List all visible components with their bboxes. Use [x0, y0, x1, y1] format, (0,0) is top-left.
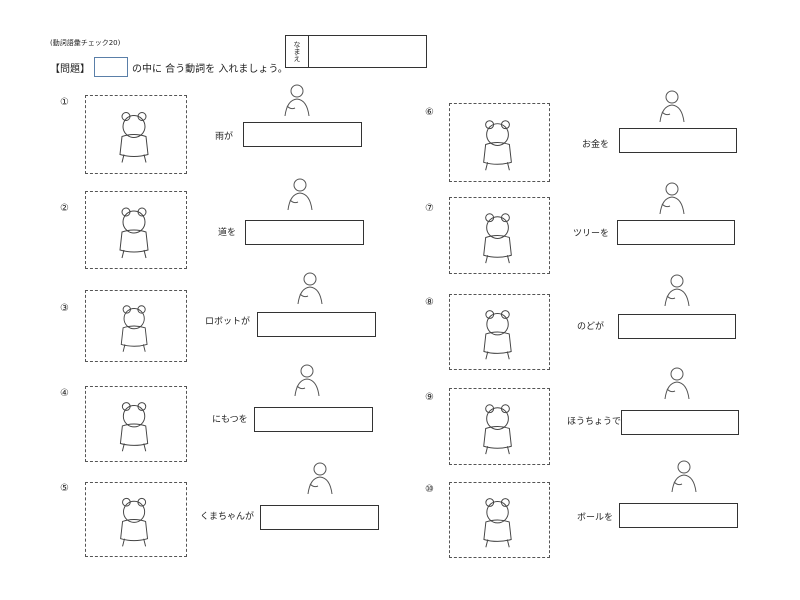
- bear-illustration-icon: [120, 497, 149, 547]
- item-label: くまちゃんが: [200, 512, 255, 522]
- bear-illustration-icon: [483, 213, 512, 264]
- instruction-text: の中に 合う動詞を 入れましょう。: [132, 63, 288, 75]
- bear-illustration-icon: [483, 498, 512, 548]
- sign-language-figure-icon: [288, 270, 328, 306]
- sign-language-figure-icon: [655, 272, 695, 308]
- illustration-frame: [449, 482, 550, 558]
- name-box: なまえ: [285, 35, 427, 68]
- item-label: 雨が: [215, 132, 234, 142]
- item-label: 道を: [218, 228, 237, 238]
- sign-language-figure-icon: [655, 365, 695, 401]
- answer-box[interactable]: [257, 312, 376, 337]
- item-number: ⑧: [425, 297, 434, 308]
- sign-language-figure-icon: [275, 82, 315, 118]
- sign-language-figure-icon: [650, 88, 690, 124]
- illustration-frame: [85, 191, 187, 269]
- answer-box[interactable]: [621, 410, 739, 435]
- item-label: ロボットが: [205, 317, 251, 327]
- worksheet-subtitle: (動詞語彙チェック20): [50, 39, 121, 47]
- item-number: ③: [60, 303, 69, 314]
- answer-box[interactable]: [619, 503, 738, 528]
- answer-box[interactable]: [245, 220, 364, 245]
- answer-box[interactable]: [260, 505, 379, 530]
- instruction-line: 【問題】 の中に 合う動詞を 入れましょう。: [50, 57, 288, 77]
- item-number: ⑩: [425, 484, 434, 495]
- item-number: ⑨: [425, 392, 434, 403]
- answer-box[interactable]: [243, 122, 362, 147]
- sign-language-figure-icon: [662, 458, 702, 494]
- item-number: ⑦: [425, 203, 434, 214]
- item-label: にもつを: [212, 415, 248, 425]
- illustration-frame: [85, 95, 187, 174]
- illustration-frame: [449, 294, 550, 370]
- item-label: ツリーを: [573, 229, 610, 239]
- illustration-frame: [449, 197, 550, 274]
- answer-box[interactable]: [618, 314, 736, 339]
- illustration-frame: [85, 482, 187, 557]
- item-label: のどが: [577, 322, 605, 332]
- answer-box[interactable]: [619, 128, 737, 153]
- answer-box[interactable]: [617, 220, 735, 245]
- item-number: ④: [60, 388, 69, 399]
- illustration-frame: [85, 290, 187, 362]
- answer-box[interactable]: [254, 407, 373, 432]
- item-number: ②: [60, 203, 69, 214]
- item-number: ⑥: [425, 107, 434, 118]
- illustration-frame: [449, 103, 550, 182]
- sign-language-figure-icon: [650, 180, 690, 216]
- bear-illustration-icon: [119, 402, 149, 452]
- item-label: ほうちょうで: [567, 417, 622, 427]
- bear-illustration-icon: [120, 305, 148, 352]
- illustration-frame: [449, 388, 550, 465]
- sign-language-figure-icon: [278, 176, 318, 212]
- bear-illustration-icon: [119, 207, 149, 259]
- item-number: ①: [60, 97, 69, 108]
- blank-box-sample: [94, 57, 128, 77]
- bear-illustration-icon: [119, 112, 149, 163]
- sign-language-figure-icon: [298, 460, 338, 496]
- question-label: 【問題】: [50, 63, 90, 75]
- bear-illustration-icon: [483, 404, 512, 455]
- item-number: ⑤: [60, 483, 69, 494]
- bear-illustration-icon: [483, 120, 512, 171]
- sign-language-figure-icon: [285, 362, 325, 398]
- name-input[interactable]: [309, 36, 426, 67]
- illustration-frame: [85, 386, 187, 462]
- item-label: お金を: [582, 140, 610, 150]
- item-label: ボールを: [577, 513, 614, 523]
- name-label: なまえ: [286, 36, 309, 67]
- bear-illustration-icon: [483, 310, 512, 360]
